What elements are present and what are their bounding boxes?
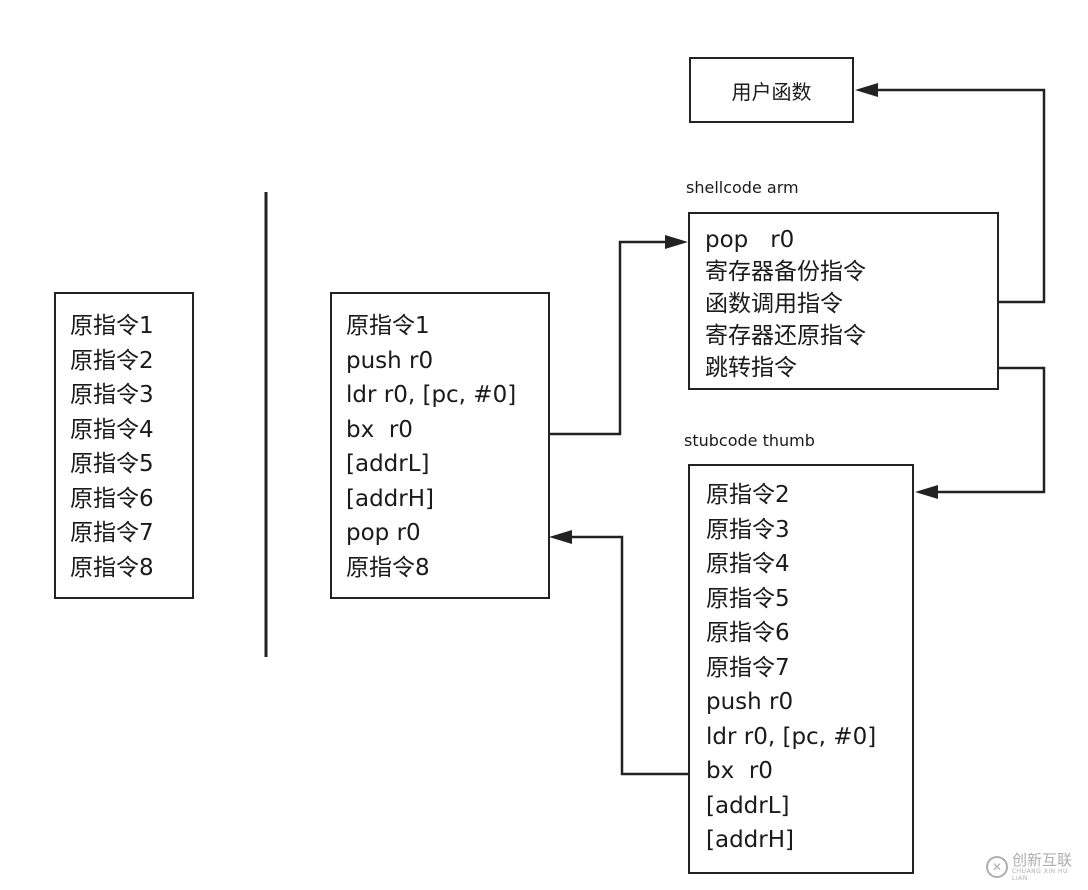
- shellcode-line-4: 寄存器还原指令: [705, 323, 866, 349]
- original-line-1: 原指令1: [70, 313, 154, 339]
- shellcode-line-3: 函数调用指令: [705, 291, 843, 317]
- shellcode-line-1: pop r0: [705, 227, 795, 253]
- arrow-shellcode-to-stubcode: [928, 366, 1046, 494]
- patched-line-3: ldr r0, [pc, #0]: [346, 382, 517, 408]
- patched-instructions-box: [330, 292, 550, 599]
- original-line-4: 原指令4: [70, 416, 154, 443]
- stubcode-line-1: 原指令2: [706, 482, 790, 508]
- watermark-subtext: CHUANG XIN HU LIAN: [1011, 868, 1068, 882]
- arrow-patched-to-shellcode: [550, 240, 676, 436]
- patched-line-7: pop r0: [346, 520, 421, 546]
- arrowhead-user-function: [855, 83, 878, 97]
- stubcode-line-3: 原指令4: [706, 551, 790, 577]
- stubcode-box: [688, 464, 914, 874]
- user-function-label: 用户函数: [731, 79, 812, 104]
- stubcode-line-10: [addrL]: [706, 792, 790, 819]
- original-line-6: 原指令6: [70, 485, 154, 512]
- arrowhead-stubcode: [915, 485, 938, 499]
- watermark-text: 创新互联: [1011, 851, 1072, 869]
- patched-instructions-list: 原指令1 push r0 ldr r0, [pc, #0] bx r0 [add…: [346, 309, 516, 585]
- stubcode-line-11: [addrH]: [706, 827, 794, 853]
- original-line-3: 原指令3: [70, 382, 154, 408]
- stubcode-line-8: ldr r0, [pc, #0]: [706, 723, 877, 750]
- patched-line-1: 原指令1: [346, 313, 430, 339]
- chuangxin-logo-icon: ✕: [986, 856, 1008, 878]
- arrow-stubcode-to-patched: [562, 535, 690, 776]
- shellcode-line-5: 跳转指令: [705, 355, 797, 381]
- original-line-8: 原指令8: [70, 554, 154, 581]
- watermark: ✕ 创新互联 CHUANG XIN HU LIAN: [986, 852, 1086, 882]
- patched-line-5: [addrL]: [346, 451, 430, 477]
- original-line-7: 原指令7: [70, 520, 154, 546]
- original-instructions-list: 原指令1 原指令2 原指令3 原指令4 原指令5 原指令6 原指令7 原指令8: [70, 309, 154, 585]
- stubcode-line-7: push r0: [706, 689, 794, 715]
- stubcode-line-6: 原指令7: [706, 654, 790, 681]
- shellcode-list: pop r0 寄存器备份指令 函数调用指令 寄存器还原指令 跳转指令: [705, 224, 866, 384]
- arrowhead-shellcode: [665, 235, 688, 249]
- patched-line-4: bx r0: [346, 416, 413, 443]
- stubcode-line-5: 原指令6: [706, 620, 790, 646]
- shellcode-title: shellcode arm: [686, 178, 799, 197]
- shellcode-box: [688, 212, 999, 390]
- original-instructions-box: [54, 292, 194, 599]
- watermark-text-group: 创新互联 CHUANG XIN HU LIAN: [1012, 852, 1086, 882]
- shellcode-line-2: 寄存器备份指令: [705, 259, 866, 285]
- stubcode-line-9: bx r0: [706, 758, 773, 784]
- stubcode-title: stubcode thumb: [684, 431, 815, 450]
- patched-line-2: push r0: [346, 347, 434, 374]
- stubcode-list: 原指令2 原指令3 原指令4 原指令5 原指令6 原指令7 push r0 ld…: [706, 478, 876, 858]
- user-function-box: 用户函数: [689, 57, 854, 123]
- original-line-5: 原指令5: [70, 451, 154, 477]
- stubcode-line-2: 原指令3: [706, 516, 790, 543]
- original-line-2: 原指令2: [70, 347, 154, 374]
- arrow-shellcode-to-user-function: [868, 88, 1046, 304]
- patched-line-6: [addrH]: [346, 485, 434, 512]
- patched-line-8: 原指令8: [346, 554, 430, 581]
- arrowhead-patched: [549, 530, 572, 544]
- stubcode-line-4: 原指令5: [706, 585, 790, 612]
